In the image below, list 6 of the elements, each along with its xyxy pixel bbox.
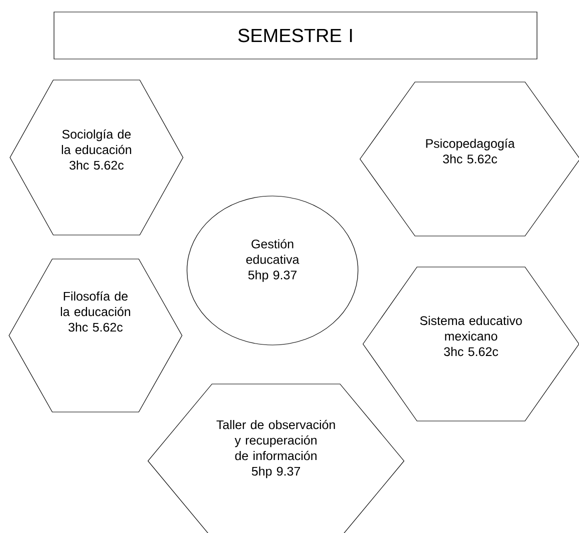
title-box: SEMESTRE I xyxy=(54,12,538,60)
course-hexagon: Filosofía de la educación 3hc 5.62c xyxy=(8,258,182,412)
course-hexagon: Sociolgía de la educación 3hc 5.62c xyxy=(10,80,184,236)
course-hexagon: Taller de observación y recuperación de información 5hp 9.37 xyxy=(148,384,404,533)
course-hexagon: Sistema educativo mexicano 3hc 5.62c xyxy=(362,266,579,422)
course-hexagon: Psicopedagogía 3hc 5.62c xyxy=(360,82,579,236)
